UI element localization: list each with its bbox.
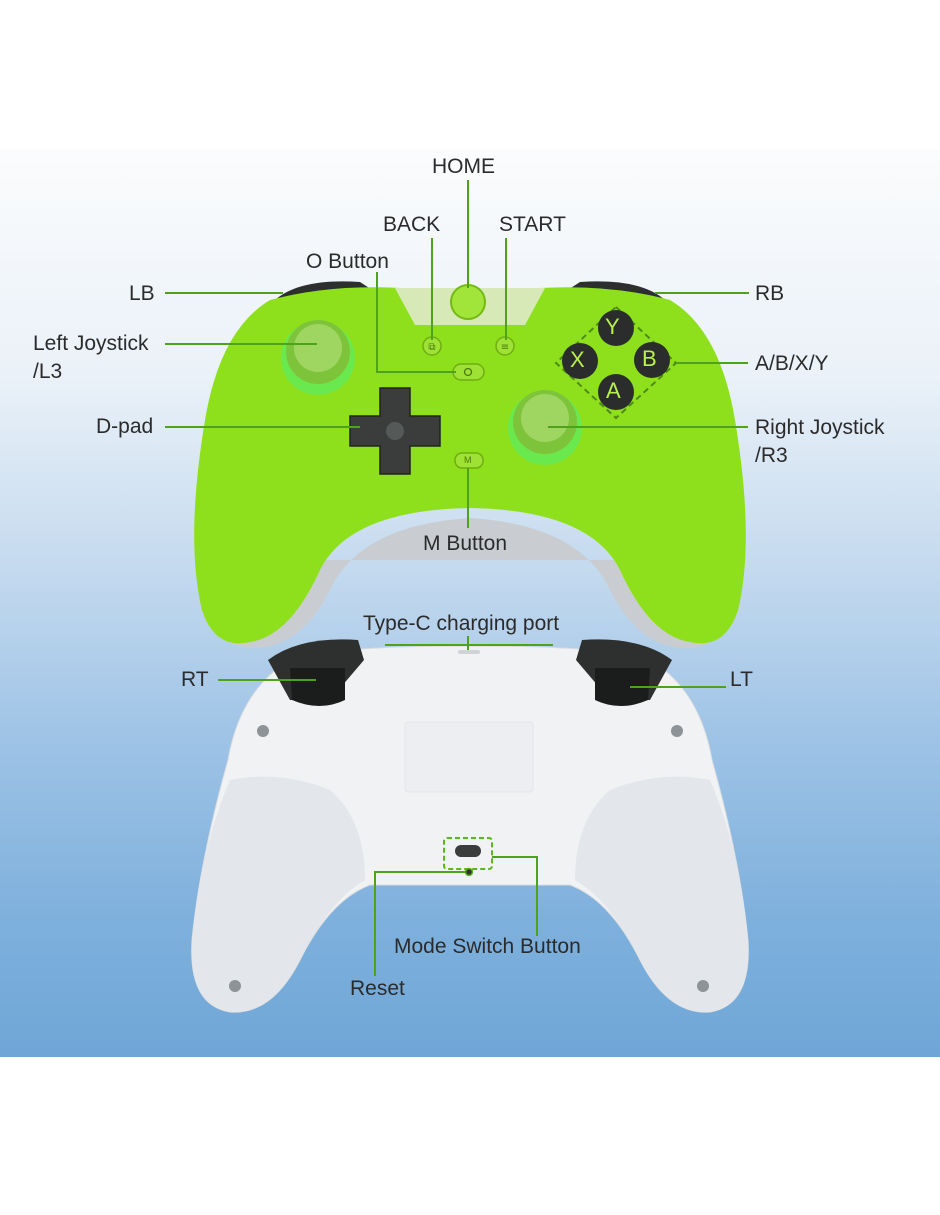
home-leader — [467, 180, 469, 288]
back-leader — [431, 238, 433, 340]
lt-leader — [630, 686, 726, 688]
rt-label: RT — [181, 668, 209, 691]
lb-leader — [165, 292, 283, 294]
svg-text:⧉: ⧉ — [428, 342, 435, 353]
left-joystick-label: Left Joystick — [33, 332, 149, 355]
start-label: START — [499, 213, 566, 236]
home-label: HOME — [432, 155, 495, 178]
y-button: Y — [605, 314, 620, 339]
lt-label: LT — [730, 668, 753, 691]
rb-leader — [655, 292, 749, 294]
lb-label: LB — [129, 282, 155, 305]
m-button-label: M Button — [423, 532, 508, 555]
type-c-leader-v — [467, 636, 469, 650]
mode-switch-label: Mode Switch Button — [394, 935, 581, 958]
b-button: B — [642, 346, 657, 371]
mode-switch-leader-v — [536, 856, 538, 936]
dpad-leader — [165, 426, 360, 428]
abxy-label: A/B/X/Y — [755, 352, 829, 375]
svg-text:≡: ≡ — [501, 342, 509, 353]
dpad-label: D-pad — [96, 415, 154, 438]
m-button-leader — [467, 468, 469, 528]
rb-label: RB — [755, 282, 785, 305]
mode-switch-leader-h — [492, 856, 538, 858]
rt-leader — [218, 679, 316, 681]
m-button-glyph: M — [464, 455, 472, 465]
o-button-leader-v — [376, 272, 378, 373]
right-joystick-label: Right Joystick — [755, 416, 885, 439]
type-c-leader-h — [385, 644, 553, 646]
left-joystick-leader — [165, 343, 317, 345]
a-button: A — [606, 378, 621, 403]
abxy-leader — [676, 362, 748, 364]
reset-label: Reset — [350, 977, 405, 1000]
o-button-label: O Button — [306, 250, 389, 273]
start-leader — [505, 238, 507, 340]
reset-leader-v — [374, 871, 376, 976]
left-joystick-label-l3: /L3 — [33, 360, 63, 383]
right-joystick-label-r3: /R3 — [755, 444, 788, 467]
right-joystick-leader — [548, 426, 748, 428]
back-label: BACK — [383, 213, 441, 236]
o-button-leader-h — [376, 371, 456, 373]
type-c-port-label: Type-C charging port — [363, 612, 560, 635]
x-button: X — [570, 347, 585, 372]
reset-leader-h — [374, 871, 466, 873]
